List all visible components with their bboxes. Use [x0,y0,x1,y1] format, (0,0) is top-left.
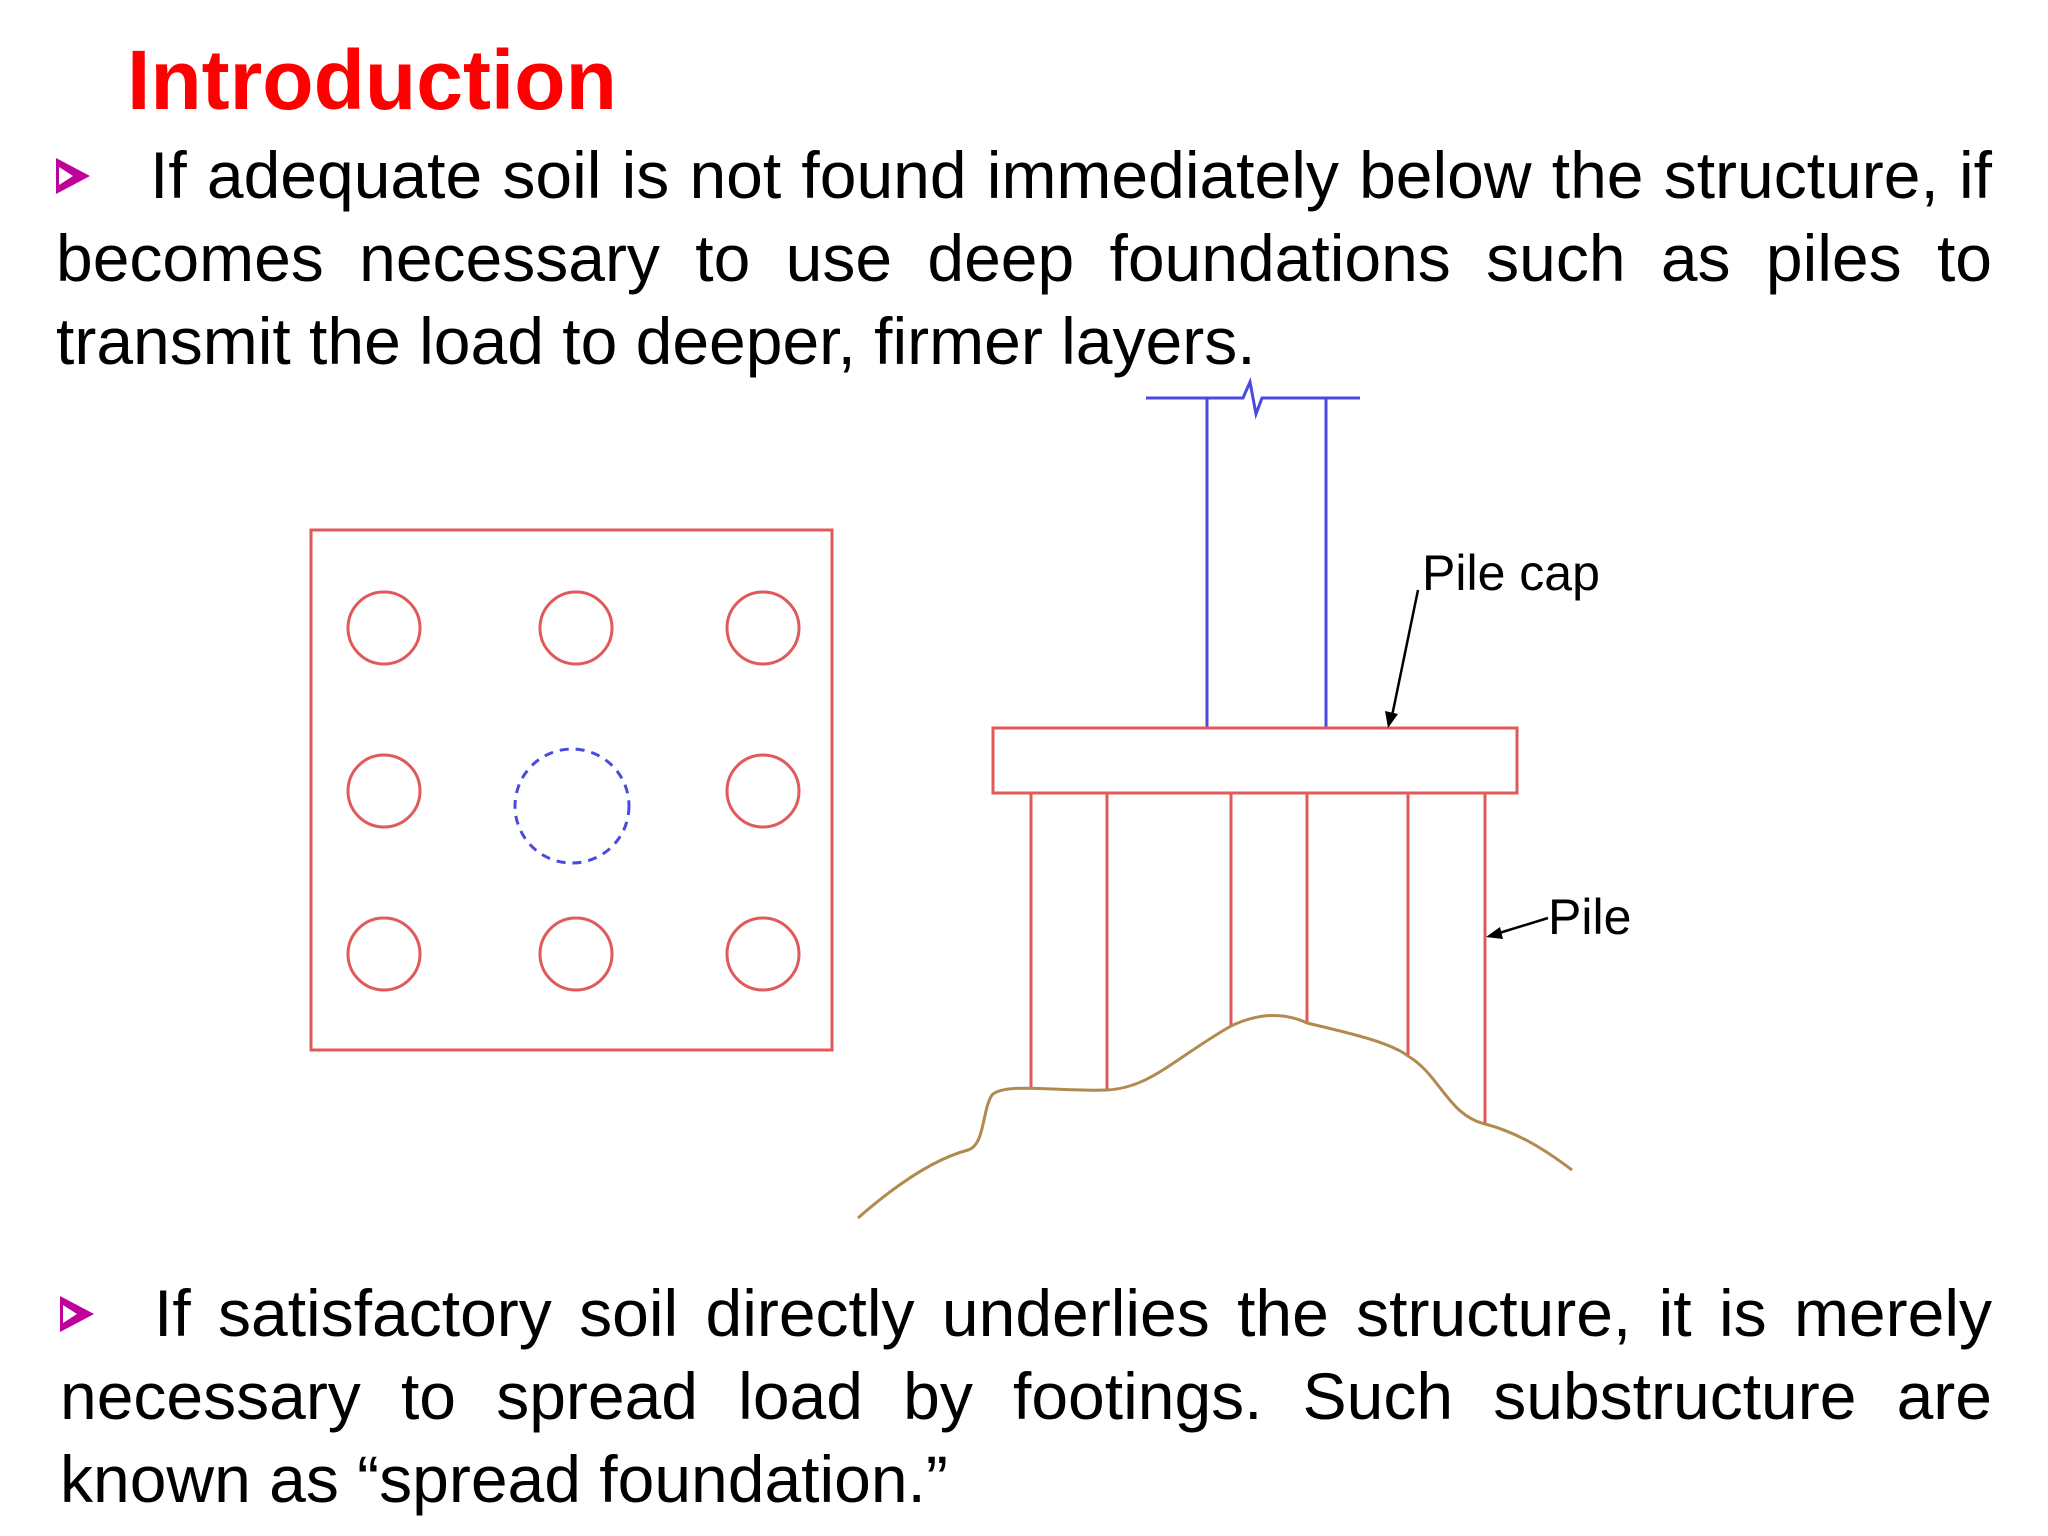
column-break-line [1146,376,1360,420]
pile-plan-circle [346,753,422,829]
pile-plan-circle [538,590,614,666]
bullet-text-1: If adequate soil is not found immediatel… [56,138,1992,378]
pile-arrowhead-icon [1486,927,1503,939]
pile-plan-circle [346,916,422,992]
column-elevation [1146,376,1360,728]
bullet-text-2: If satisfactory soil directly underlies … [60,1276,1992,1516]
label-pile: Pile [1548,889,1631,945]
pile-plan-circle [538,916,614,992]
ground-profile-line [857,1014,1573,1220]
pile-plan-circle [346,590,422,666]
bullet-paragraph-spread-foundation: If satisfactory soil directly underlies … [60,1272,1992,1521]
pile-leader-line [1495,916,1549,936]
pile-plan-circle [725,753,801,829]
pile-cap-elevation [991,726,1519,1124]
diagram-labels: Pile cap Pile [1385,545,1631,945]
pile-plan-circle [725,916,801,992]
bullet-arrow-icon [60,1296,94,1332]
pile-cap-plan-view [309,528,834,1052]
pile-cap-leader-line [1390,589,1420,717]
pile-cap-rectangle [991,726,1519,795]
bullet-arrow-icon [56,158,90,194]
pile-plan-circle [725,590,801,666]
pile-cap-arrowhead-icon [1385,711,1398,728]
bullet-paragraph-deep-foundations: If adequate soil is not found immediatel… [56,134,1992,383]
slide-title: Introduction [127,33,617,127]
pile-cap-plan-outline [309,528,834,1052]
label-pile-cap: Pile cap [1422,545,1600,601]
column-plan-outline-dashed [513,747,631,865]
